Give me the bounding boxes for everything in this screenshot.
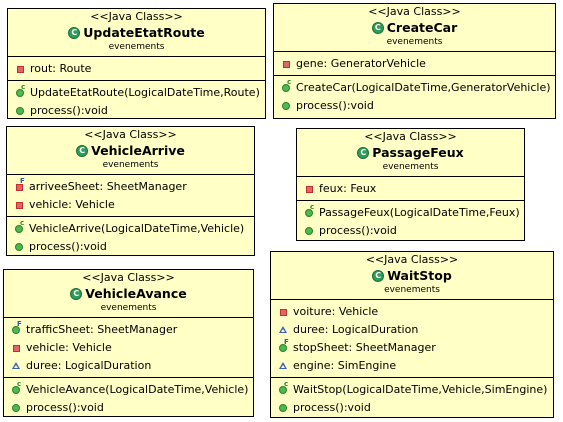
public-method-icon — [305, 226, 315, 236]
method-row: process():void — [297, 222, 524, 240]
field-row: engine: SimEngine — [271, 357, 553, 375]
public-final-field-icon: F — [279, 338, 289, 353]
field-row: duree: LogicalDuration — [271, 321, 553, 339]
public-method-icon — [282, 101, 292, 111]
field-row: vehicle: Vehicle — [7, 196, 254, 214]
private-final-field-icon: F — [15, 177, 25, 192]
class-icon: C — [76, 144, 89, 157]
stereotype-label: <<Java Class>> — [84, 128, 177, 141]
protected-field-icon — [12, 361, 22, 371]
public-method-icon — [279, 403, 289, 413]
field-row: feux: Feux — [297, 180, 524, 198]
private-field-icon — [282, 59, 292, 69]
package-label: evenements — [386, 37, 443, 47]
package-label: evenements — [100, 303, 157, 313]
package-label: evenements — [102, 160, 159, 170]
private-field-icon — [305, 184, 315, 194]
method-row: process():void — [274, 97, 555, 115]
public-final-field-icon: F — [12, 320, 22, 335]
private-field-icon — [279, 307, 289, 317]
fields-section: voiture: Vehicle duree: LogicalDuration … — [271, 300, 553, 377]
method-row: process():void — [8, 102, 265, 120]
constructor-icon: c — [15, 219, 25, 234]
fields-section: gene: GeneratorVehicle — [274, 52, 555, 75]
stereotype-label: <<Java Class>> — [365, 253, 459, 266]
method-row: process():void — [271, 399, 553, 417]
constructor-icon: c — [279, 380, 289, 395]
fields-section: rout: Route — [8, 57, 265, 80]
package-label: evenements — [108, 42, 165, 52]
public-method-icon — [12, 403, 22, 413]
fields-section: feux: Feux — [297, 177, 524, 200]
stereotype-label: <<Java Class>> — [368, 5, 461, 18]
field-row: gene: GeneratorVehicle — [274, 55, 555, 73]
method-row: process():void — [7, 238, 254, 256]
protected-field-icon — [279, 325, 289, 335]
field-row: rout: Route — [8, 60, 265, 78]
package-label: evenements — [384, 285, 440, 295]
public-method-icon — [15, 242, 25, 252]
constructor-icon: c — [12, 380, 22, 395]
method-row: process():void — [4, 399, 253, 417]
stereotype-label: <<Java Class>> — [364, 130, 457, 143]
private-field-icon — [12, 343, 22, 353]
stereotype-label: <<Java Class>> — [90, 10, 183, 23]
class-icon: C — [357, 146, 370, 159]
constructor-icon: c — [16, 83, 26, 98]
package-label: evenements — [382, 162, 439, 172]
private-field-icon — [16, 64, 26, 74]
field-row: duree: LogicalDuration — [4, 357, 253, 375]
field-row: vehicle: Vehicle — [4, 339, 253, 357]
class-icon: C — [371, 21, 384, 34]
public-method-icon — [16, 106, 26, 116]
private-field-icon — [15, 200, 25, 210]
constructor-icon: c — [305, 203, 315, 218]
stereotype-label: <<Java Class>> — [82, 271, 175, 284]
class-icon: C — [68, 26, 81, 39]
protected-field-icon — [279, 361, 289, 371]
class-icon: C — [70, 287, 83, 300]
class-icon: C — [372, 269, 385, 282]
constructor-icon: c — [282, 78, 292, 93]
field-row: voiture: Vehicle — [271, 303, 553, 321]
